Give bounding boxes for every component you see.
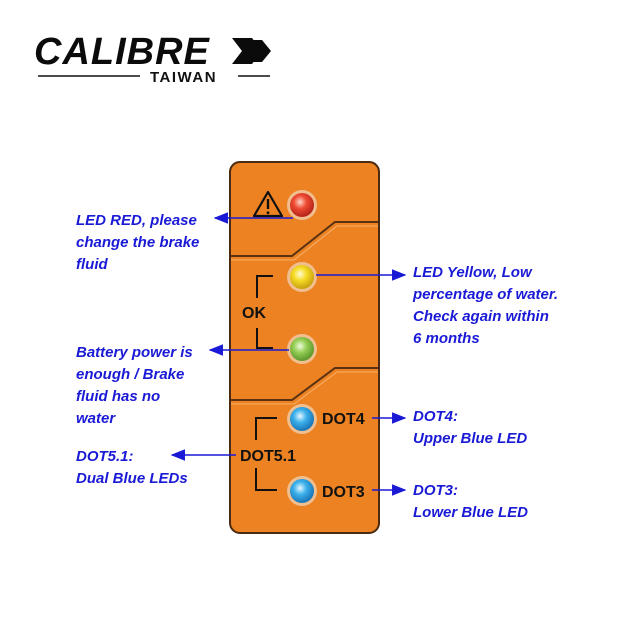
led-yellow	[287, 262, 317, 292]
callout-dot51: DOT5.1: Dual Blue LEDs	[76, 448, 188, 487]
dot4-label: DOT4	[322, 411, 365, 428]
calibre-logo: CALIBRE TAIWAN	[34, 31, 271, 86]
callout-dot3: DOT3: Lower Blue LED	[413, 482, 528, 521]
callout-red: LED RED, please change the brake fluid	[76, 212, 204, 273]
divider-lower	[231, 367, 378, 401]
ok-label: OK	[242, 305, 266, 322]
divider-upper	[231, 221, 378, 257]
dot51-label: DOT5.1	[240, 448, 296, 465]
divider-lower-highlight	[231, 371, 378, 405]
led-green	[287, 334, 317, 364]
logo-sub-text: TAIWAN	[150, 69, 217, 86]
callout-arrows	[170, 212, 407, 496]
led-red	[287, 190, 317, 220]
led-blue-lower	[287, 476, 317, 506]
callout-yellow: LED Yellow, Low percentage of water. Che…	[412, 264, 562, 347]
ok-bracket	[256, 275, 273, 349]
tester-panel: OK DOT5.1 DOT4 DOT3	[229, 161, 380, 534]
logo-speed-stripes	[232, 38, 271, 64]
dot51-bracket	[255, 417, 277, 491]
dot3-label: DOT3	[322, 484, 365, 501]
warning-icon	[252, 190, 284, 218]
callout-green: Battery power is enough / Brake fluid ha…	[76, 344, 197, 427]
callout-dot4: DOT4: Upper Blue LED	[413, 408, 527, 447]
led-blue-upper	[287, 404, 317, 434]
logo-brand-text: CALIBRE	[34, 31, 211, 73]
divider-upper-highlight	[231, 225, 378, 261]
